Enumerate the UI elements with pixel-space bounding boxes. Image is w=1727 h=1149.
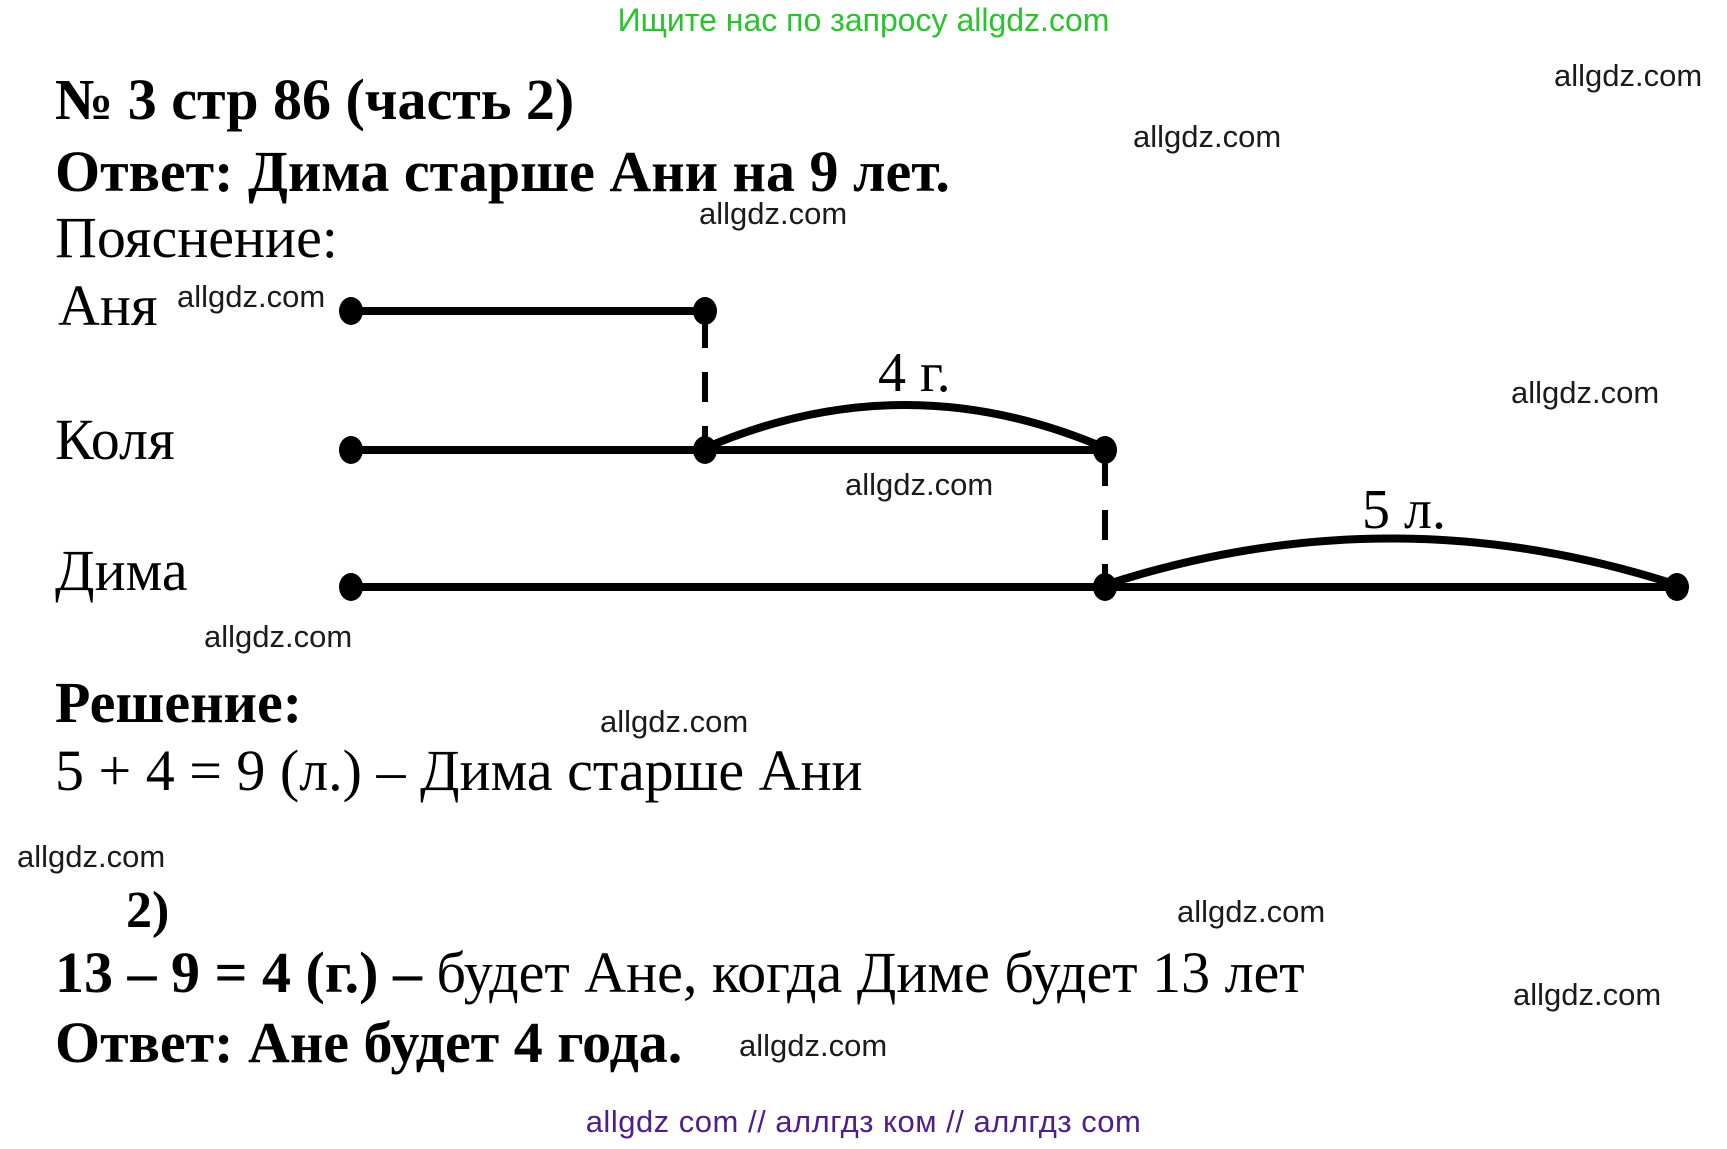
endpoint-dots: [339, 297, 1689, 601]
promo-banner: Ищите нас по запросу allgdz.com: [617, 2, 1110, 38]
watermark: allgdz.com: [1511, 375, 1660, 410]
watermark: allgdz.com: [204, 619, 353, 654]
task-title: № 3 стр 86 (часть 2): [55, 67, 575, 132]
watermark: allgdz.com: [600, 704, 749, 739]
solution-label: Решение:: [55, 670, 303, 735]
watermark: allgdz.com: [177, 279, 326, 314]
arc-5-years: [1101, 534, 1681, 589]
part2-label: 2): [126, 882, 170, 939]
solution-step1: 5 + 4 = 9 (л.) – Дима старше Ани: [55, 738, 863, 803]
watermark: allgdz.com: [1554, 58, 1703, 93]
watermark: allgdz.com: [1133, 119, 1282, 154]
row-label-kolya: Коля: [55, 407, 175, 472]
final-answer: Ответ: Ане будет 4 года.: [55, 1010, 683, 1075]
row-label-anya: Аня: [58, 273, 158, 338]
solution-step2-equation: 13 – 9 = 4 (г.) –: [55, 940, 437, 1005]
solution-step2: 13 – 9 = 4 (г.) – будет Ане, когда Диме …: [55, 940, 1305, 1005]
explanation-label: Пояснение:: [55, 205, 338, 270]
main-answer: Ответ: Дима старше Ани на 9 лет.: [55, 139, 950, 204]
arc-label-4-years: 4 г.: [878, 342, 951, 404]
watermark: allgdz.com: [739, 1028, 888, 1063]
watermark: allgdz.com: [1177, 894, 1326, 929]
watermark: allgdz.com: [17, 839, 166, 874]
watermark: allgdz.com: [699, 196, 848, 231]
row-label-dima: Дима: [55, 538, 188, 603]
solution-step2-comment: будет Ане, когда Диме будет 13 лет: [436, 940, 1305, 1005]
watermark: allgdz.com: [1513, 977, 1662, 1012]
watermark: allgdz.com: [845, 467, 994, 502]
arc-4-years: [701, 401, 1109, 452]
arc-label-5-years: 5 л.: [1362, 479, 1446, 541]
footer-links: allgdz com // аллгдз ком // аллгдз com: [585, 1104, 1142, 1139]
